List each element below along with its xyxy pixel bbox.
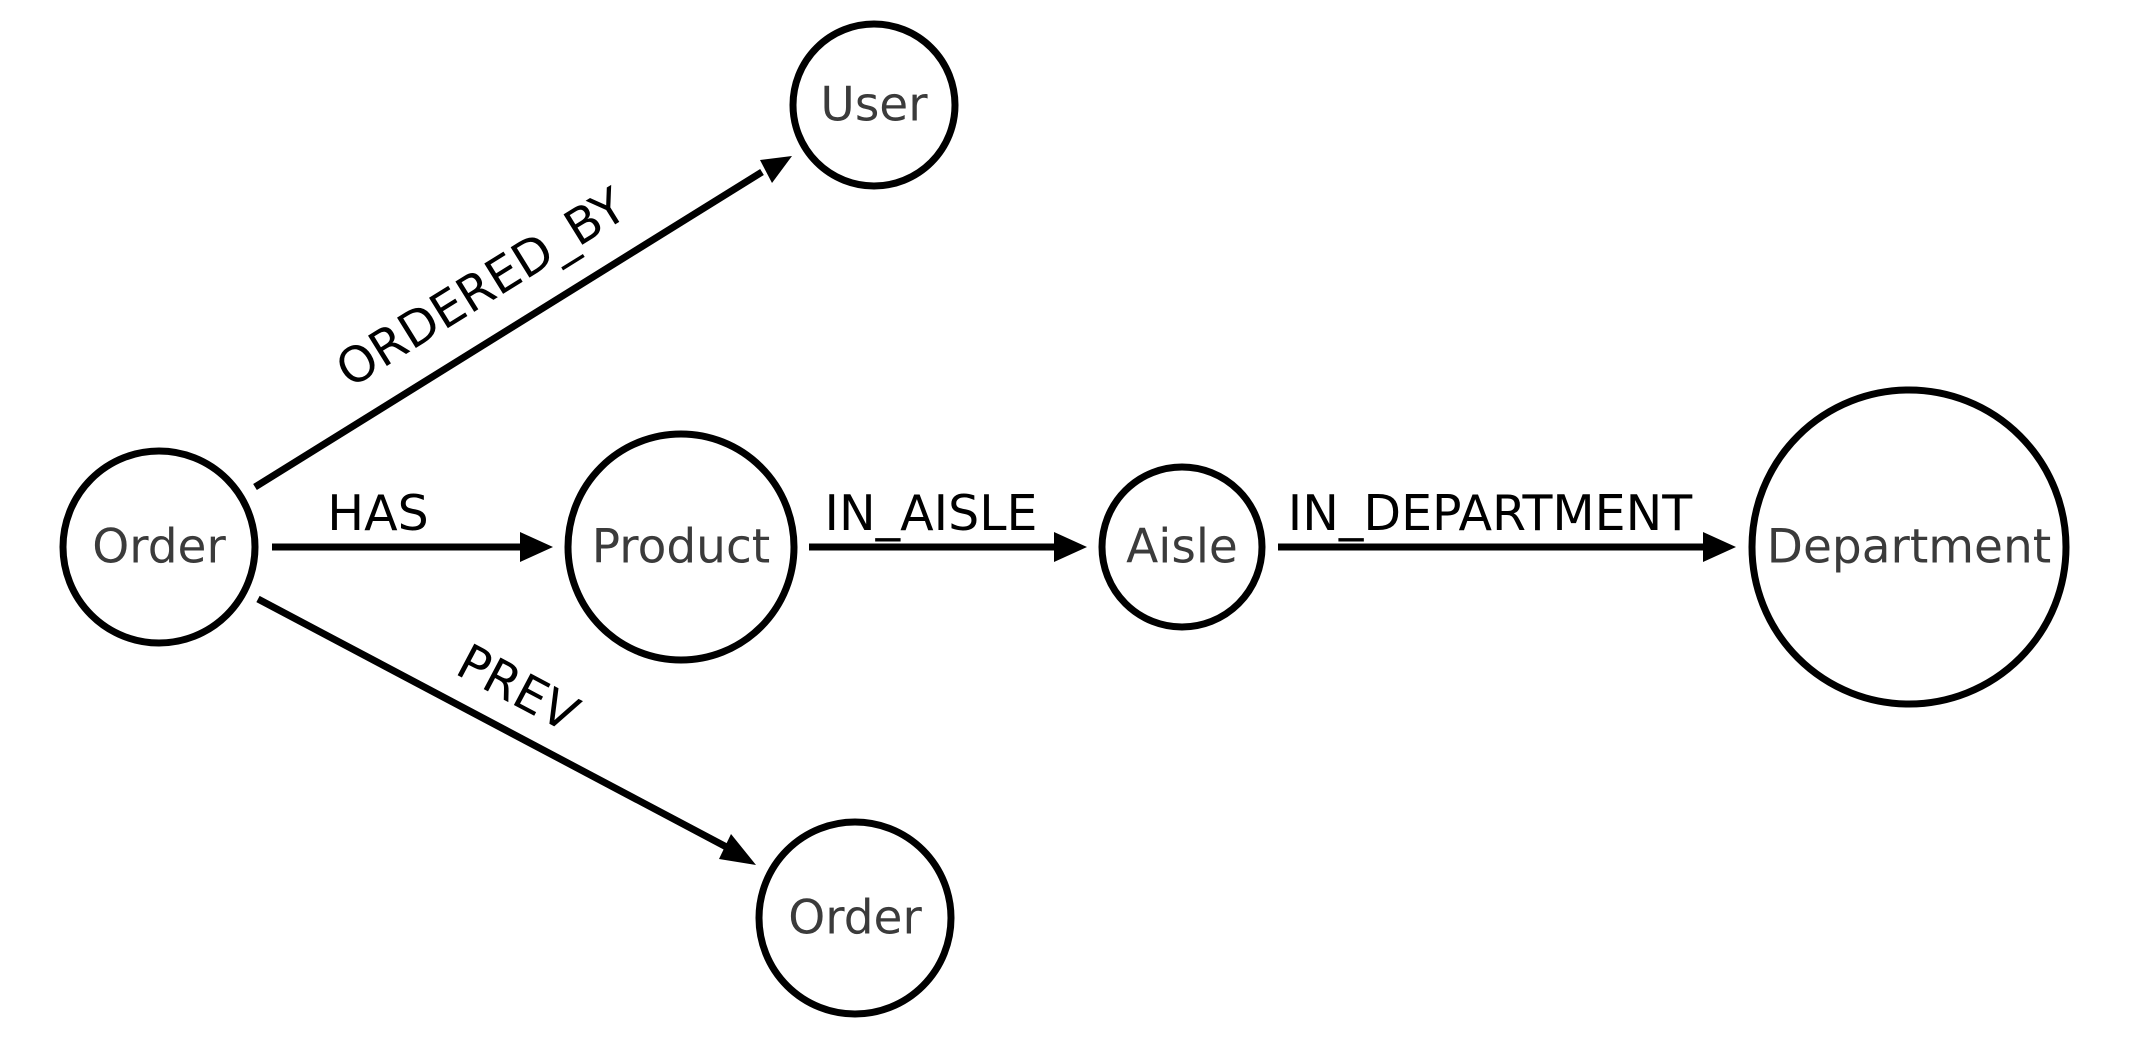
edge-has: HAS [272,485,553,562]
edge-in-aisle-label: IN_AISLE [825,485,1038,542]
node-aisle[interactable]: Aisle [1098,463,1266,631]
edge-in-department-arrowhead [1703,532,1736,562]
edge-prev-label: PREV [448,633,588,744]
node-order-label: Order [92,520,226,575]
edge-has-arrowhead [520,532,553,562]
edge-ordered-by-label: ORDERED_BY [326,176,637,399]
edge-in-aisle-arrowhead [1054,532,1087,562]
edge-in-department: IN_DEPARTMENT [1278,485,1736,562]
node-order[interactable]: Order [59,447,259,647]
node-user-label: User [820,78,928,133]
edge-has-label: HAS [327,485,428,542]
edge-in-department-label: IN_DEPARTMENT [1288,485,1694,542]
node-order-prev[interactable]: Order [755,818,955,1018]
node-department-label: Department [1767,520,2051,575]
edge-prev-arrowhead [719,834,756,865]
node-aisle-label: Aisle [1126,520,1238,575]
node-product-label: Product [592,520,770,575]
node-product[interactable]: Product [564,430,798,664]
node-department[interactable]: Department [1748,386,2070,708]
node-user[interactable]: User [789,20,959,190]
edge-in-aisle: IN_AISLE [809,485,1087,562]
edge-ordered-by-arrowhead [760,156,792,183]
node-order-prev-label: Order [788,891,922,946]
